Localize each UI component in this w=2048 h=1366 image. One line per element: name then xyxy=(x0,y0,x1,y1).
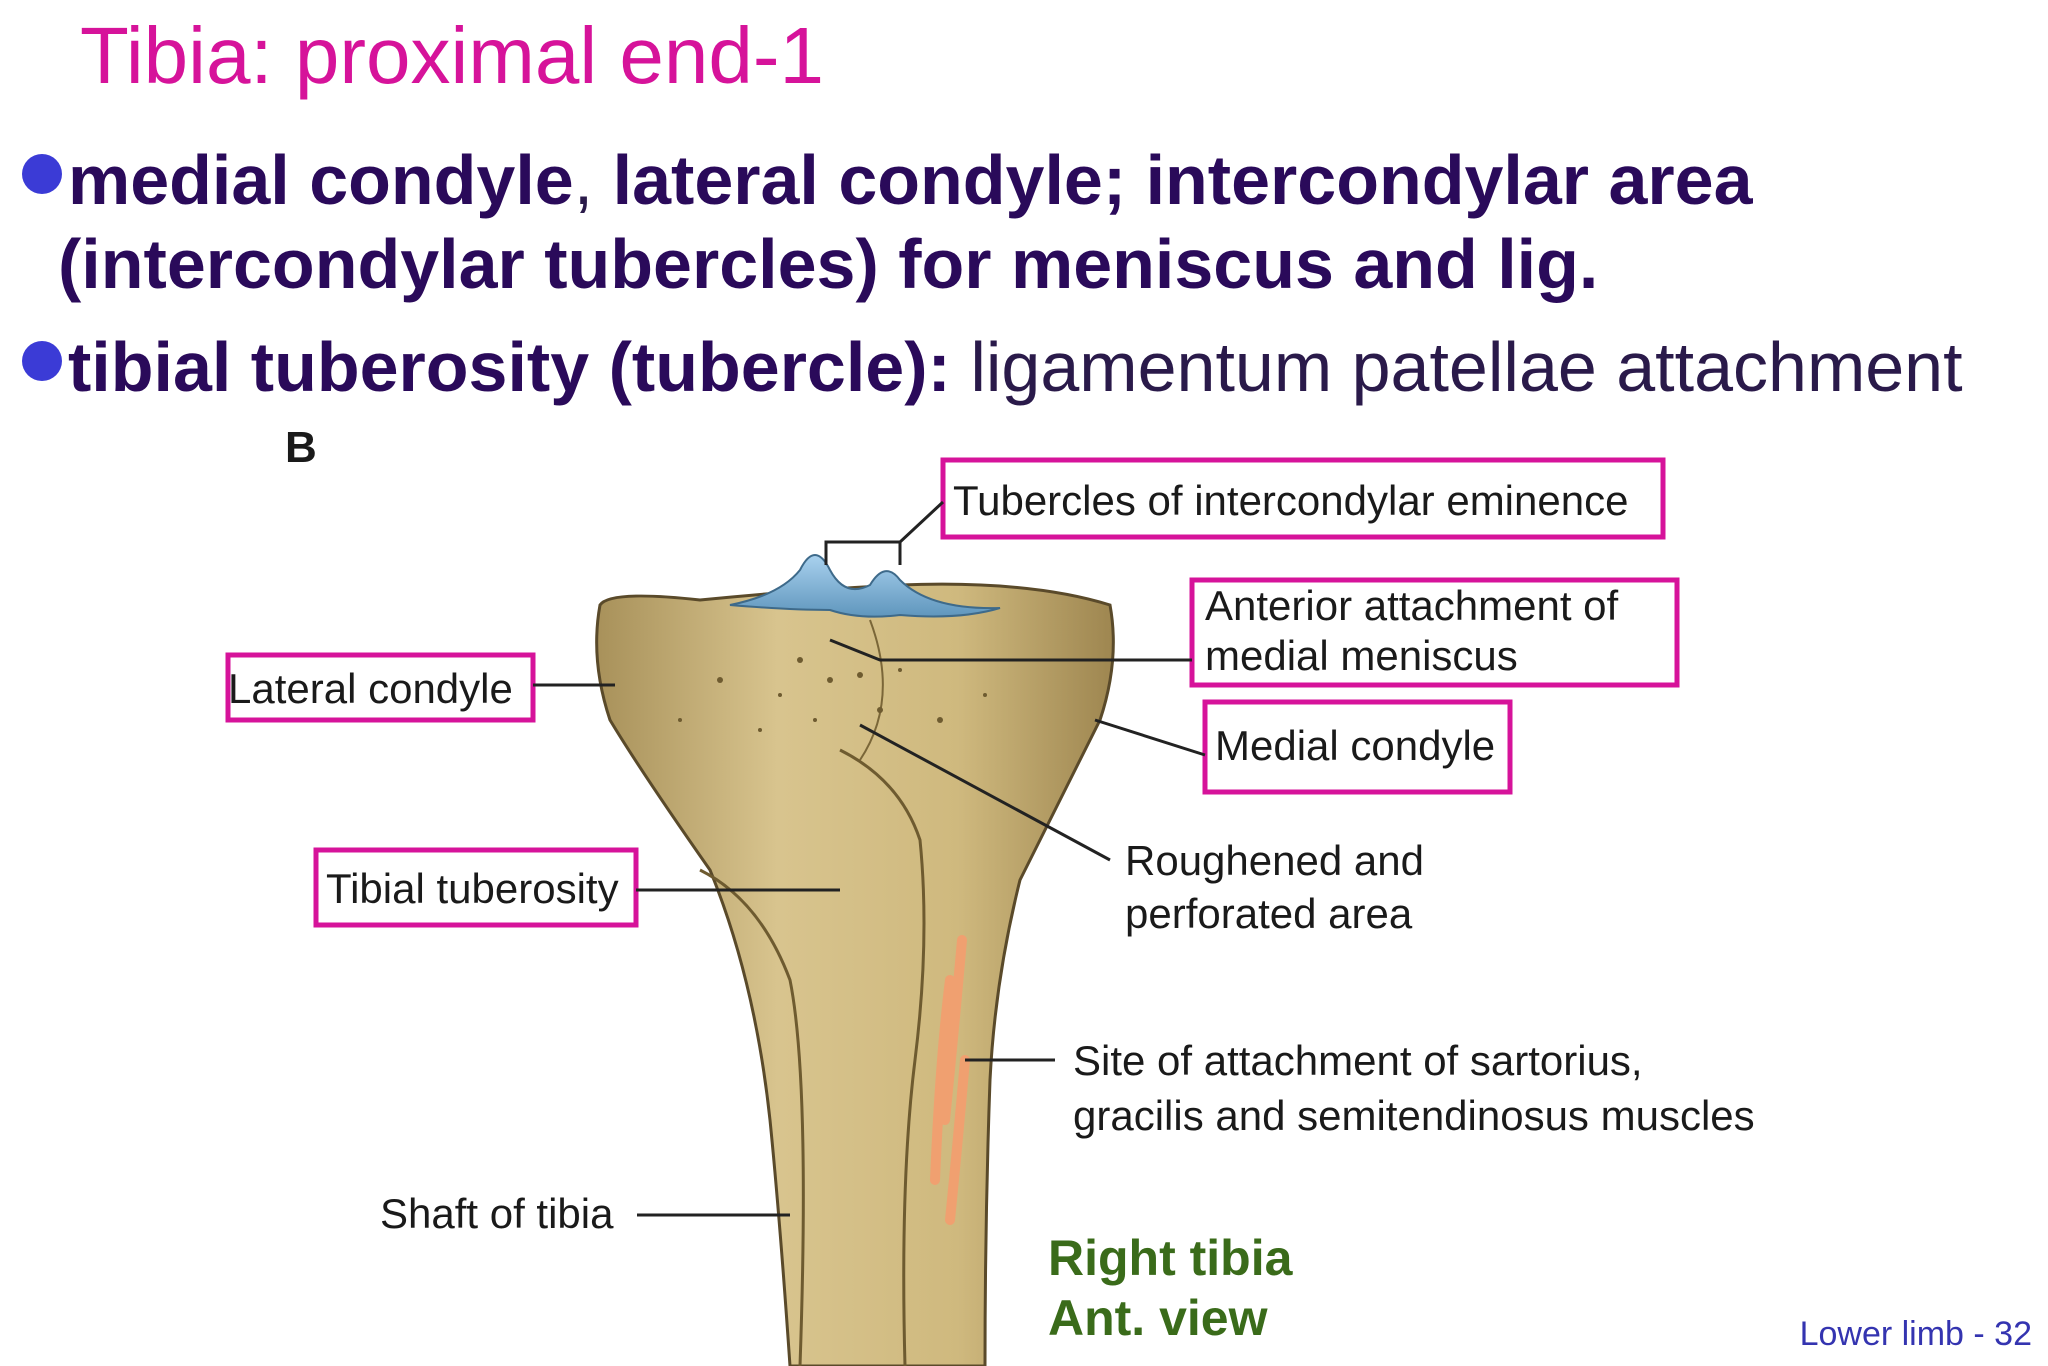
panel-letter: B xyxy=(285,423,317,472)
label-tubercles: Tubercles of intercondylar eminence xyxy=(953,477,1628,524)
muscle-attachment-mark xyxy=(930,935,970,1225)
bullet-text-comma: , xyxy=(573,141,613,219)
highlight-box-lateral xyxy=(225,652,536,723)
leader-line-roughened xyxy=(859,723,1111,862)
tuberosity-shape xyxy=(699,868,805,1366)
tibia-bone xyxy=(595,582,1115,1366)
label-shaft: Shaft of tibia xyxy=(380,1190,614,1237)
condyle-ridge xyxy=(859,619,884,761)
bullet-text-line2: (intercondylar tubercles) for meniscus a… xyxy=(58,225,1599,303)
intercondylar-eminence xyxy=(729,554,1001,618)
highlight-box-tuberosity xyxy=(313,847,639,928)
leader-line-tubercles xyxy=(824,500,945,565)
label-tibial-tuberosity: Tibial tuberosity xyxy=(326,865,619,912)
label-anterior-line2: medial meniscus xyxy=(1205,632,1518,679)
tibial-crest-shape xyxy=(839,748,926,1366)
slide-footer: Lower limb - 32 xyxy=(1799,1315,2032,1353)
caption-ant-view: Ant. view xyxy=(1048,1290,1268,1346)
highlight-box-anterior xyxy=(1189,577,1680,688)
leader-line-anterior xyxy=(829,638,1192,662)
slide-title: Tibia: proximal end-1 xyxy=(80,11,825,100)
label-roughened-line2: perforated area xyxy=(1125,890,1413,937)
highlight-box-medial xyxy=(1202,699,1513,795)
bullet-text-lateral: lateral condyle; intercondylar area xyxy=(612,141,1753,219)
perforated-area-dots xyxy=(678,657,987,732)
bullet-tuberosity: tibial tuberosity (tubercle): ligamentum… xyxy=(22,325,1963,409)
label-site-line1: Site of attachment of sartorius, xyxy=(1073,1037,1643,1084)
label-roughened-line1: Roughened and xyxy=(1125,837,1424,884)
bullet-text-medial: medial condyle xyxy=(68,141,574,219)
bullet-text-tuberosity: tibial tuberosity (tubercle): xyxy=(68,328,951,406)
label-lateral-condyle: Lateral condyle xyxy=(228,665,513,712)
bullet-text-ligament: ligamentum patellae attachment xyxy=(950,328,1963,406)
label-anterior-line1: Anterior attachment of xyxy=(1205,582,1619,629)
caption-right-tibia: Right tibia xyxy=(1048,1230,1294,1286)
label-site-line2: gracilis and semitendinosus muscles xyxy=(1073,1092,1755,1139)
bullet-condyles: medial condyle, lateral condyle; interco… xyxy=(22,138,2022,306)
leader-line-medial xyxy=(1094,718,1206,757)
tibia-diagram: B Tubercles of intercondylar eminence An… xyxy=(225,423,1755,1366)
bullet-dot-icon xyxy=(22,341,62,381)
label-medial-condyle: Medial condyle xyxy=(1215,722,1495,769)
bullet-dot-icon xyxy=(22,154,62,194)
highlight-box-tubercles xyxy=(940,457,1666,540)
